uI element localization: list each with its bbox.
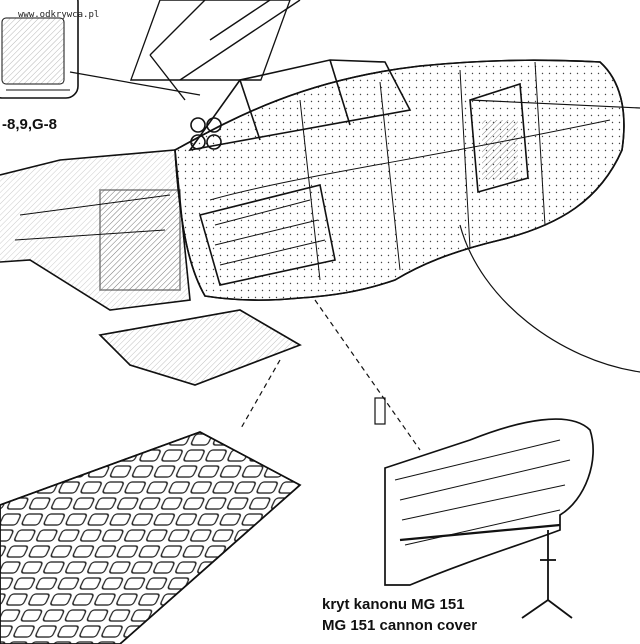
watermark-text: www.odkrywca.pl — [18, 10, 100, 20]
caption-line-polish: kryt kanonu MG 151 — [322, 596, 465, 613]
cannon-cover-support-stand — [521, 530, 573, 619]
grid-panel — [0, 431, 302, 644]
cockpit-canopy-frame — [129, 0, 412, 152]
variant-label: -8,9,G-8 — [2, 116, 58, 133]
caption-line-english: MG 151 cannon cover — [322, 617, 478, 634]
fuselage-section — [0, 59, 625, 311]
cannon-cover — [374, 397, 594, 586]
lower-fuselage-panel — [98, 309, 302, 386]
upper-left-inset-panel — [0, 0, 79, 99]
leader-lines — [69, 71, 640, 451]
open-hatch-panel — [199, 82, 529, 286]
